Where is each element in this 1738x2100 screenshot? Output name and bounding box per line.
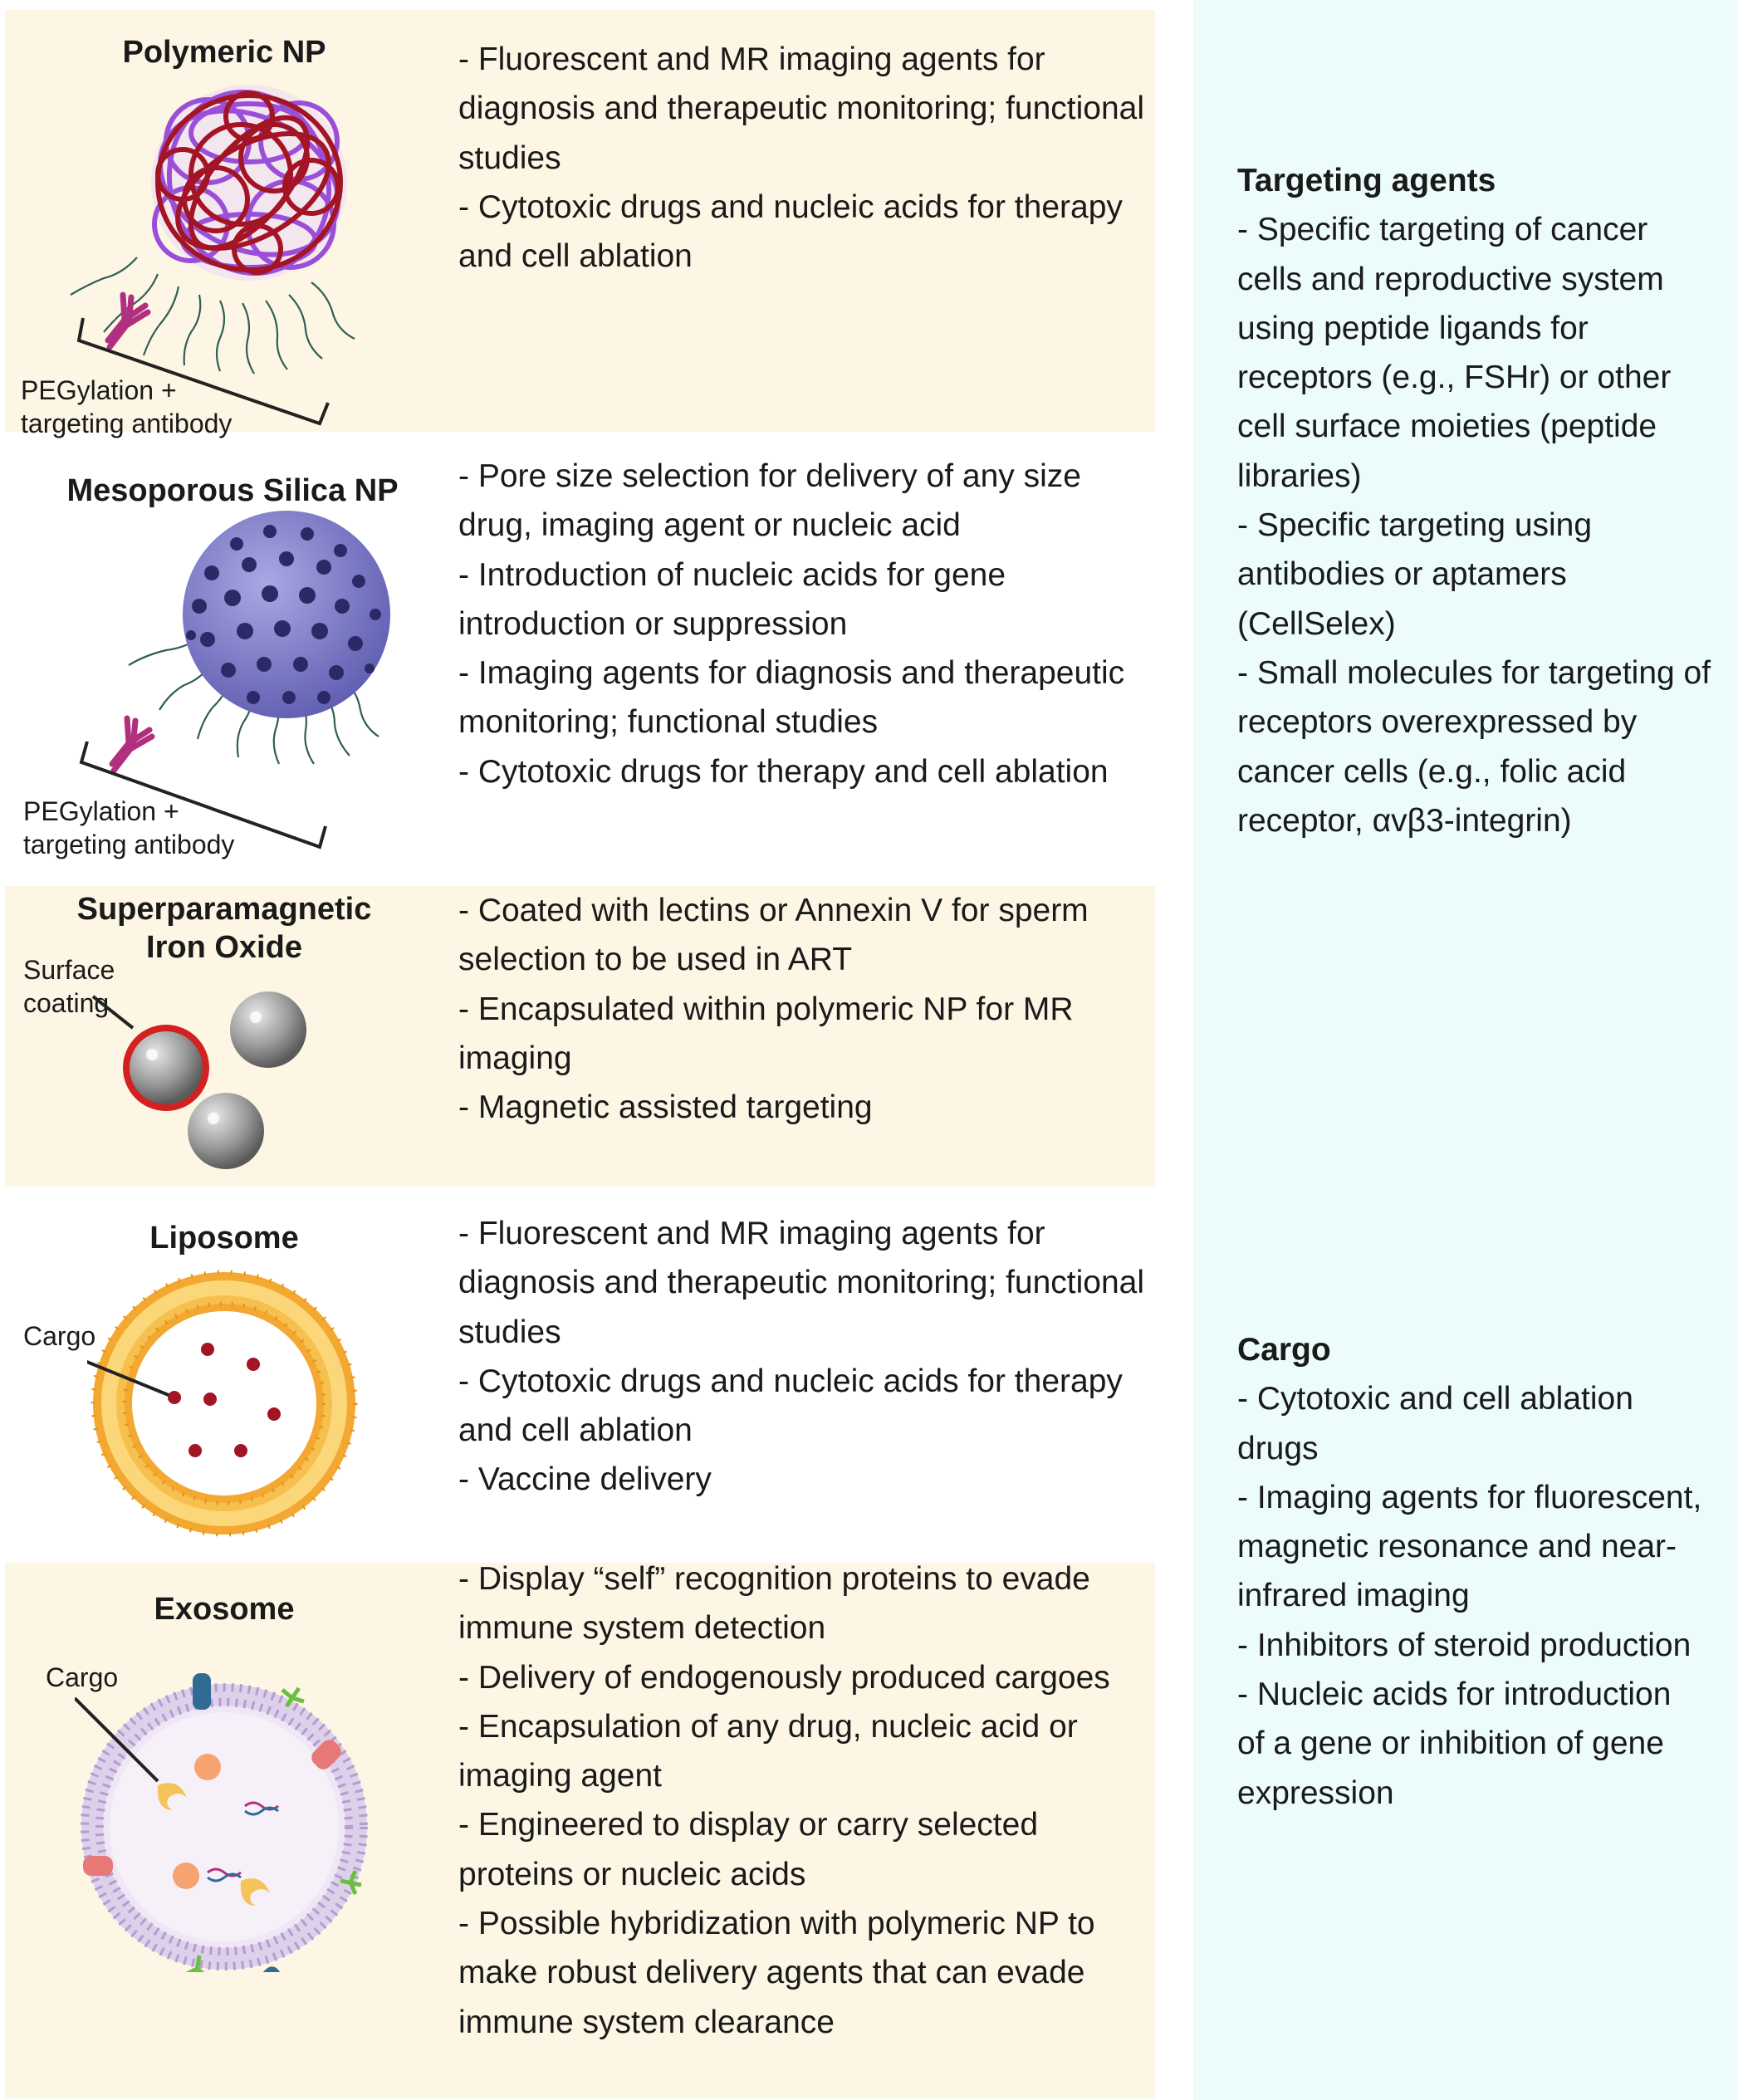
row-title-polymeric: Polymeric NP	[122, 35, 326, 70]
row-desc-polymeric: - Fluorescent and MR imaging agents for …	[458, 35, 1156, 281]
exosome-illustration	[75, 1673, 368, 1972]
desc-item: - Fluorescent and MR imaging agents for …	[458, 42, 1145, 176]
cargo-section: Cargo - Cytotoxic and cell ablation drug…	[1237, 1325, 1702, 1818]
desc-item: - Coated with lectins or Annexin V for s…	[458, 893, 1089, 978]
iron-oxide-illustration	[91, 991, 306, 1169]
cargo-item: - Cytotoxic and cell ablation drugs	[1237, 1381, 1633, 1466]
cargo-heading: Cargo	[1237, 1332, 1331, 1368]
peg-chains	[70, 257, 355, 374]
desc-item: - Pore size selection for delivery of an…	[458, 458, 1081, 544]
liposome-illustration	[87, 1270, 358, 1537]
row-label-iron-oxide: Surface coating	[23, 955, 115, 1018]
row-label-exosome: Cargo	[46, 1662, 119, 1692]
row-label-liposome: Cargo	[23, 1321, 96, 1351]
desc-item: - Encapsulation of any drug, nucleic aci…	[458, 1708, 1078, 1794]
polymeric-np-illustration	[70, 85, 355, 426]
row-desc-mesoporous: - Pore size selection for delivery of an…	[458, 452, 1156, 796]
row-title-liposome: Liposome	[149, 1221, 299, 1256]
targeting-item: - Small molecules for targeting of recep…	[1237, 654, 1711, 839]
row-desc-liposome: - Fluorescent and MR imaging agents for …	[458, 1209, 1156, 1505]
desc-item: - Delivery of endogenously produced carg…	[458, 1659, 1110, 1696]
targeting-heading: Targeting agents	[1237, 163, 1496, 198]
row-title-exosome: Exosome	[154, 1592, 295, 1627]
desc-item: - Cytotoxic drugs for therapy and cell a…	[458, 753, 1109, 790]
cargo-dots	[168, 1343, 281, 1457]
row-desc-iron-oxide: - Coated with lectins or Annexin V for s…	[458, 886, 1156, 1132]
desc-item: - Engineered to display or carry selecte…	[458, 1807, 1039, 1892]
row-desc-exosome: - Display “self” recognition proteins to…	[458, 1554, 1156, 2047]
cargo-item: - Imaging agents for fluorescent, magnet…	[1237, 1479, 1702, 1614]
desc-item: - Cytotoxic drugs and nucleic acids for …	[458, 188, 1123, 275]
desc-item: - Introduction of nucleic acids for gene…	[458, 556, 1006, 642]
row-label-mesoporous: PEGylation + targeting antibody	[23, 796, 235, 859]
desc-item: - Possible hybridization with polymeric …	[458, 1906, 1095, 2040]
row-title-iron-oxide: Superparamagnetic Iron Oxide	[76, 892, 372, 965]
desc-item: - Vaccine delivery	[458, 1461, 712, 1498]
cargo-item: - Nucleic acids for introduction of a ge…	[1237, 1677, 1672, 1811]
row-label-polymeric: PEGylation + targeting antibody	[21, 375, 233, 438]
targeting-agents-section: Targeting agents - Specific targeting of…	[1237, 156, 1719, 845]
desc-item: - Encapsulated within polymeric NP for M…	[458, 991, 1074, 1076]
row-title-mesoporous: Mesoporous Silica NP	[66, 473, 399, 508]
mesoporous-silica-illustration	[79, 511, 390, 849]
desc-item: - Fluorescent and MR imaging agents for …	[458, 1216, 1145, 1350]
desc-item: - Imaging agents for diagnosis and thera…	[458, 655, 1125, 741]
antibody-icon	[109, 715, 155, 774]
side-panel	[1193, 0, 1738, 2100]
cargo-item: - Inhibitors of steroid production	[1237, 1627, 1691, 1663]
antibody-icon	[105, 291, 151, 350]
targeting-item: - Specific targeting using antibodies or…	[1237, 507, 1593, 642]
desc-item: - Cytotoxic drugs and nucleic acids for …	[458, 1363, 1123, 1449]
desc-item: - Magnetic assisted targeting	[458, 1089, 873, 1126]
desc-item: - Display “self” recognition proteins to…	[458, 1561, 1090, 1647]
targeting-item: - Specific targeting of cancer cells and…	[1237, 212, 1672, 494]
pores	[186, 525, 381, 704]
